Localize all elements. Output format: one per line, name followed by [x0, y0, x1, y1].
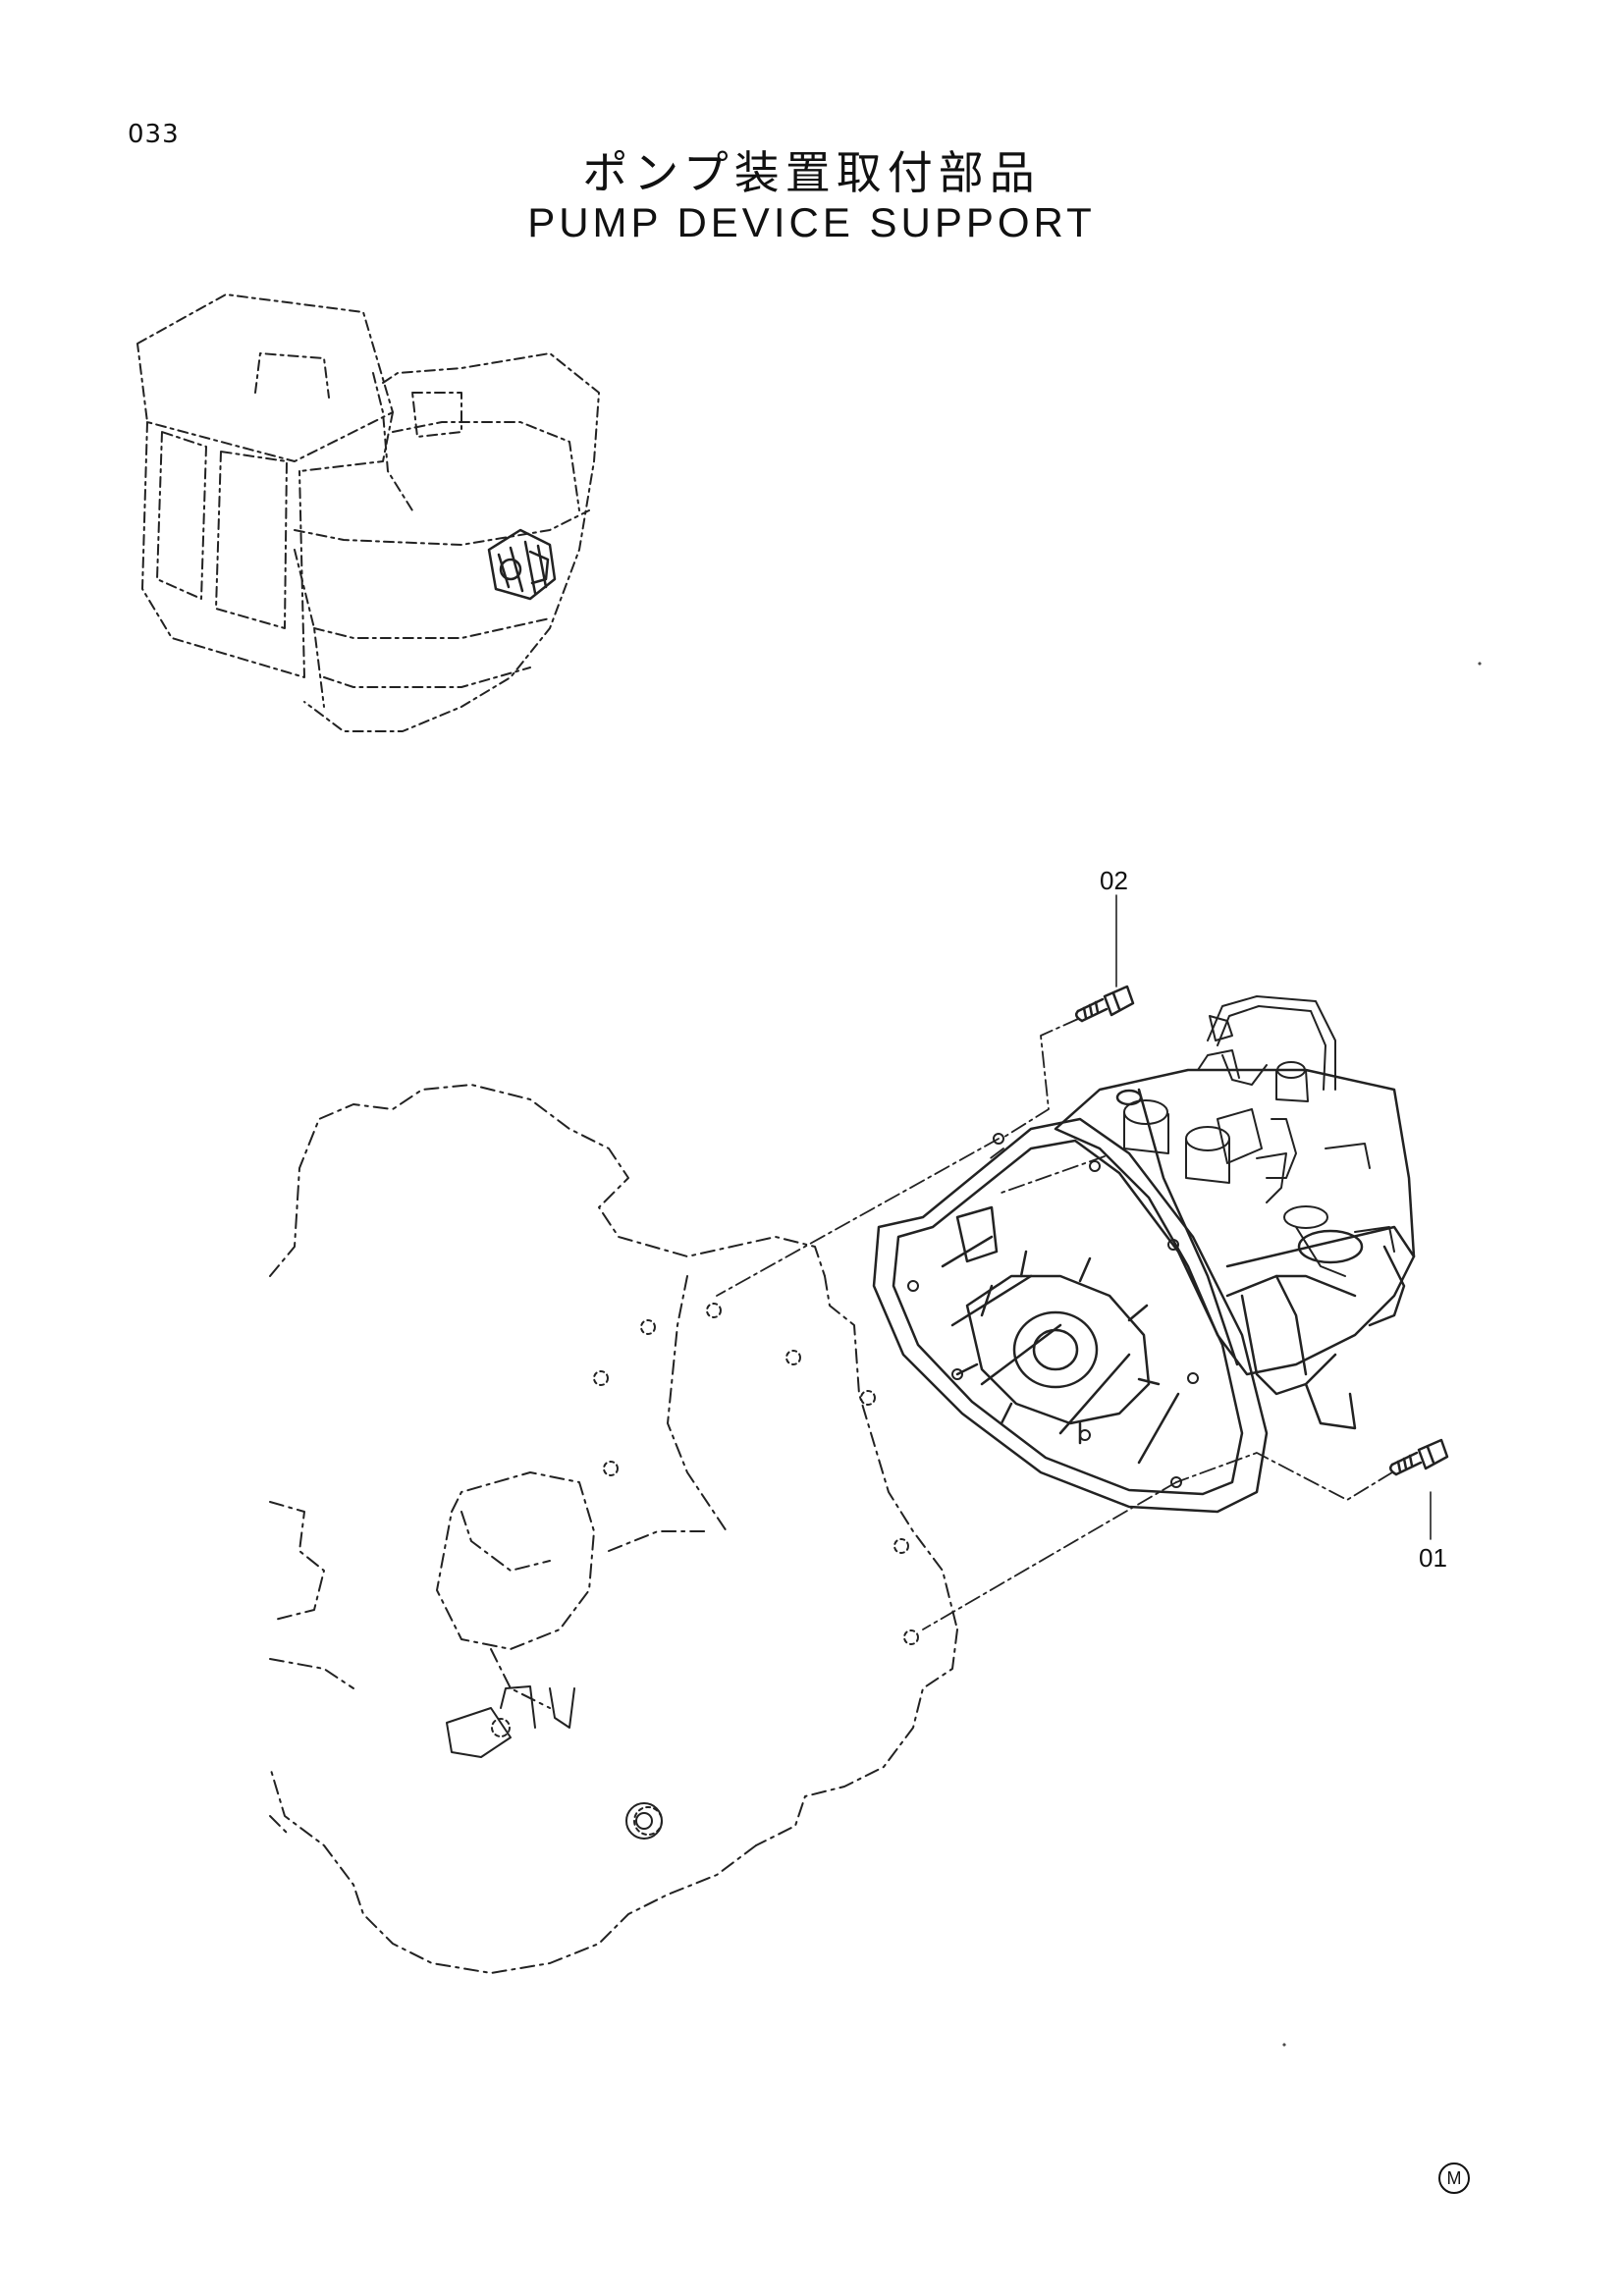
assembly-leader-lines [717, 1019, 1392, 1629]
engine-lower-fittings [447, 1686, 662, 1839]
pump-piping [1198, 996, 1394, 1276]
diagram-title-japanese: ポンプ装置取付部品 [582, 146, 1041, 199]
bolt-part-02[interactable] [1076, 987, 1133, 1021]
pump-valve-block [1124, 1062, 1327, 1228]
callout-leaders [1116, 895, 1431, 1539]
callout-label-02[interactable]: 02 [1100, 866, 1128, 895]
callout-label-01[interactable]: 01 [1419, 1543, 1447, 1573]
engine-mount-holes [492, 1304, 918, 1835]
diagram-title-english: PUMP DEVICE SUPPORT [527, 199, 1096, 245]
machine-locator-view [137, 294, 599, 731]
coupling-hub [957, 1207, 1159, 1443]
bolt-part-01[interactable] [1390, 1440, 1447, 1474]
pump-flange-housing [874, 1119, 1267, 1512]
pump-body [1055, 1070, 1414, 1428]
page-number: 033 [128, 120, 180, 149]
corner-circled-mark: M [1438, 2163, 1470, 2194]
engine-phantom-outline [270, 1085, 957, 1973]
scan-specks [1283, 663, 1481, 2046]
pump-location-highlight [489, 530, 555, 599]
